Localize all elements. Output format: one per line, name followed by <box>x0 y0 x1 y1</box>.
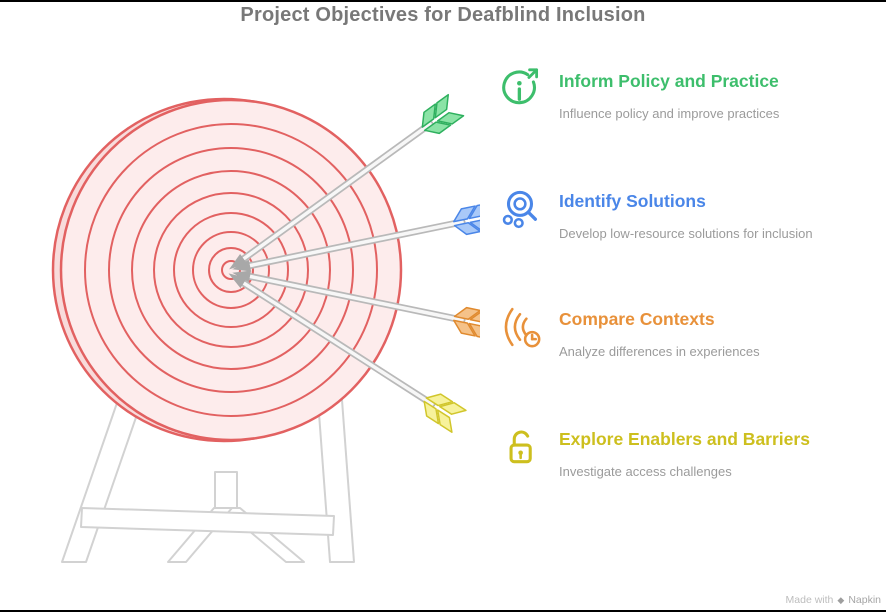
objective-title: Compare Contexts <box>559 309 715 329</box>
arrowhead <box>229 253 248 270</box>
objective-inform-policy: Inform Policy and Practice Influence pol… <box>497 66 869 122</box>
napkin-logo-icon: ◆ <box>837 594 845 605</box>
arrow-orange <box>232 270 480 340</box>
arrowhead <box>228 273 247 289</box>
arrow-blue <box>232 202 480 272</box>
search-icon <box>497 186 543 232</box>
objective-identify-solutions: Identify Solutions Develop low-resource … <box>497 186 869 242</box>
easel-right-leg <box>317 399 355 563</box>
fletching-yellow <box>423 393 467 433</box>
fletching-green <box>421 93 465 135</box>
target-illustration <box>51 93 480 563</box>
objective-explore-enablers: Explore Enablers and Barriers Investigat… <box>497 424 869 480</box>
easel-crossbar <box>80 507 335 536</box>
objective-subtitle: Develop low-resource solutions for inclu… <box>559 226 813 241</box>
arrowhead <box>232 270 252 283</box>
arrows <box>228 93 480 433</box>
info-arrow-icon <box>497 66 543 112</box>
fletching-blue <box>453 202 480 236</box>
objective-subtitle: Analyze differences in experiences <box>559 344 760 359</box>
waves-clock-icon <box>497 304 543 350</box>
watermark: Made with ◆ Napkin <box>786 594 881 606</box>
page-title: Project Objectives for Deafblind Inclusi… <box>240 4 646 26</box>
fletching-orange <box>453 306 480 340</box>
easel-stand <box>61 399 355 563</box>
watermark-text: Made with <box>785 594 834 606</box>
objective-title: Explore Enablers and Barriers <box>559 429 810 449</box>
easel-left-leg <box>61 399 143 563</box>
objective-title: Inform Policy and Practice <box>559 71 779 91</box>
objective-subtitle: Influence policy and improve practices <box>559 106 780 121</box>
arrow-yellow <box>228 273 467 433</box>
watermark-brand: Napkin <box>848 594 881 606</box>
arrow-green <box>229 93 465 270</box>
objective-title: Identify Solutions <box>559 191 706 211</box>
objective-subtitle: Investigate access challenges <box>559 464 732 479</box>
arrowhead <box>232 259 252 272</box>
objective-compare-contexts: Compare Contexts Analyze differences in … <box>497 304 869 360</box>
open-lock-icon <box>497 424 543 470</box>
dartboard <box>51 97 403 443</box>
